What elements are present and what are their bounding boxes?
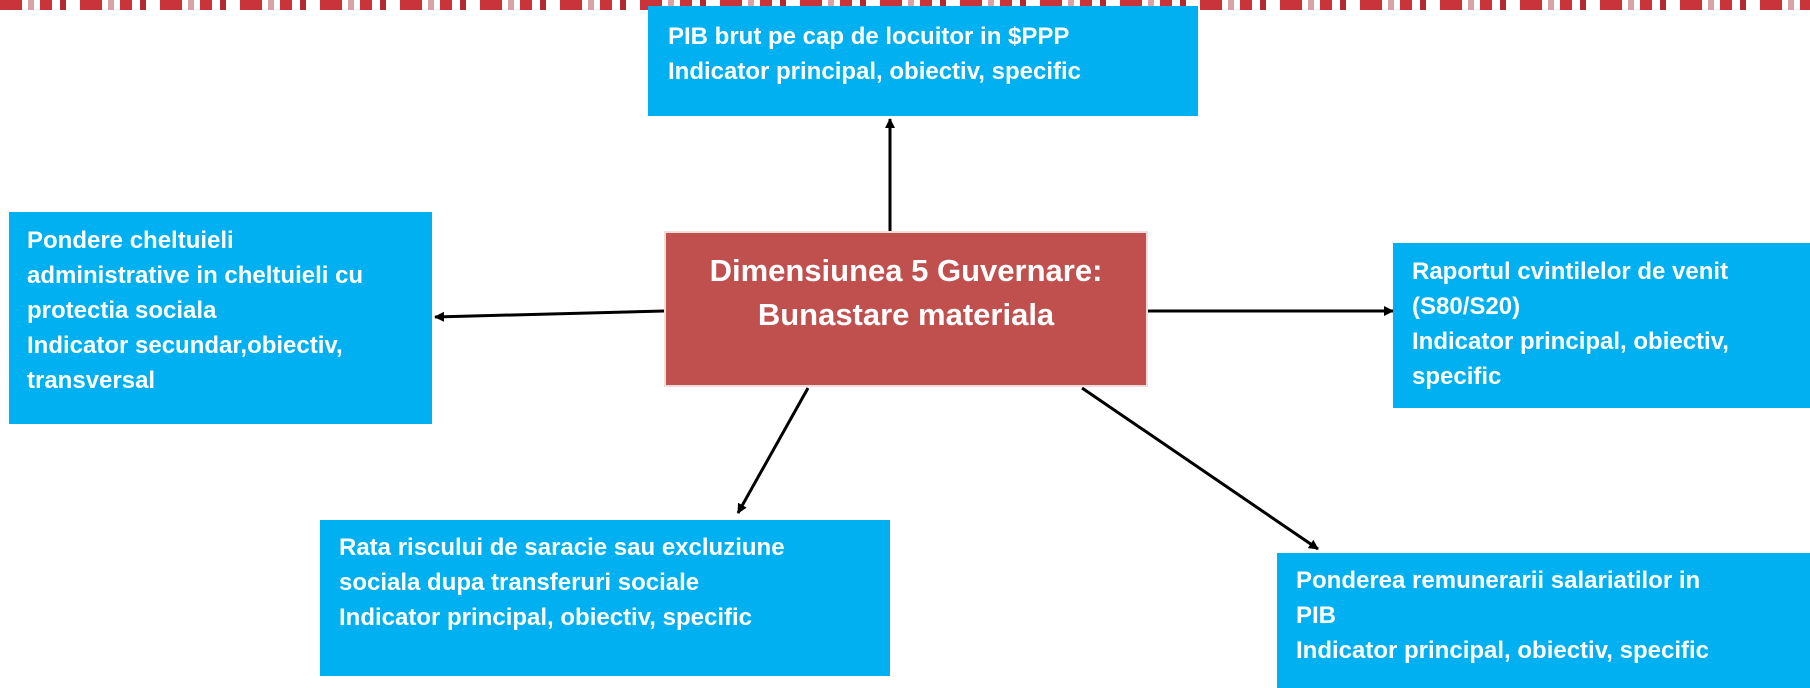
box-left-line-5: transversal xyxy=(27,367,156,394)
box-left-line-2: administrative in cheltuieli cu xyxy=(27,262,364,289)
box-right-line-4: specific xyxy=(1412,363,1502,390)
box-bottom-left-line-2: sociala dupa transferuri sociale xyxy=(339,569,700,596)
box-bottom-left-line-1: Rata riscului de saracie sau excluziune xyxy=(339,534,785,561)
box-top-line-2: Indicator principal, obiectiv, specific xyxy=(668,58,1081,85)
box-left: Pondere cheltuieli administrative in che… xyxy=(9,212,432,424)
box-bottom-right-line-2: PIB xyxy=(1296,602,1337,629)
box-right-line-2: (S80/S20) xyxy=(1412,293,1521,320)
box-left-line-3: protectia sociala xyxy=(27,297,217,324)
arrow-to-bottom-right xyxy=(1081,386,1319,551)
box-right-line-3: Indicator principal, obiectiv, xyxy=(1412,328,1729,355)
box-bottom-left: Rata riscului de saracie sau excluziune … xyxy=(320,520,890,676)
box-bottom-right: Ponderea remunerarii salariatilor in PIB… xyxy=(1277,553,1810,688)
box-bottom-left-line-3: Indicator principal, obiectiv, specific xyxy=(339,604,752,631)
box-right-line-1: Raportul cvintilelor de venit xyxy=(1412,258,1729,285)
decorative-border-pattern xyxy=(0,0,1810,10)
box-bottom-right-line-3: Indicator principal, obiectiv, specific xyxy=(1296,637,1709,664)
arrow-to-left xyxy=(434,309,665,322)
box-top: PIB brut pe cap de locuitor in $PPP Indi… xyxy=(648,6,1198,116)
arrow-to-bottom-left xyxy=(736,387,810,514)
center-node: Dimensiunea 5 Guvernare: Bunastare mater… xyxy=(664,231,1148,387)
box-left-line-4: Indicator secundar,obiectiv, xyxy=(27,332,343,359)
box-top-line-1: PIB brut pe cap de locuitor in $PPP xyxy=(668,23,1070,50)
box-right: Raportul cvintilelor de venit (S80/S20) … xyxy=(1393,243,1810,408)
box-left-line-1: Pondere cheltuieli xyxy=(27,227,234,254)
box-bottom-right-line-1: Ponderea remunerarii salariatilor in xyxy=(1296,567,1701,594)
center-node-line-2: Bunastare materiala xyxy=(757,297,1055,332)
center-node-line-1: Dimensiunea 5 Guvernare: xyxy=(709,253,1103,288)
